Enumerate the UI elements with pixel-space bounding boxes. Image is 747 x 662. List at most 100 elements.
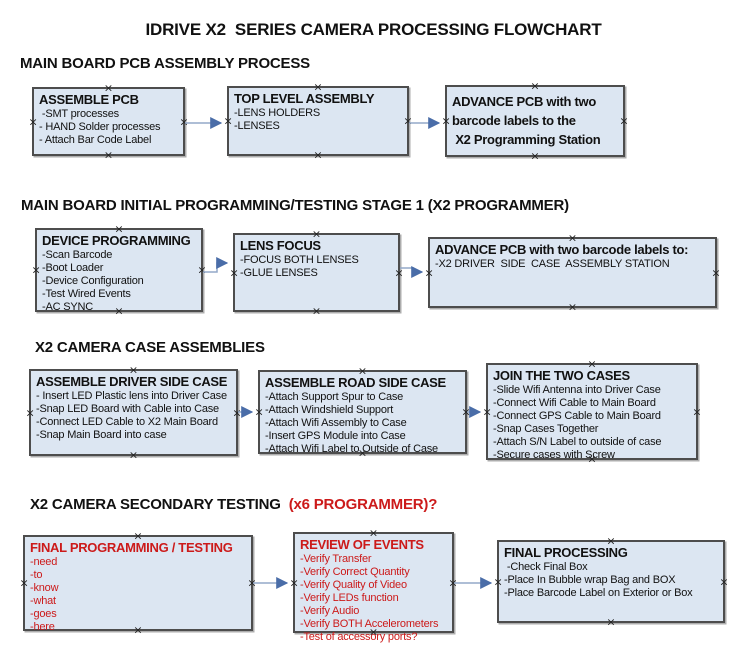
- box-items: -Scan Barcode-Boot Loader-Device Configu…: [42, 249, 196, 314]
- anchor-icon: ×: [289, 576, 299, 589]
- anchor-icon: ×: [493, 575, 503, 588]
- list-item: -Connect GPS Cable to Main Board: [493, 410, 661, 422]
- anchor-icon: ×: [606, 615, 616, 629]
- list-item: -Verify Transfer: [300, 553, 372, 565]
- list-item: -Test of accessory ports?: [300, 631, 418, 643]
- box-items: -SMT processes- HAND Solder processes- A…: [39, 108, 178, 147]
- anchor-icon: ×: [448, 576, 458, 589]
- box-items: -Verify Transfer-Verify Correct Quantity…: [300, 553, 447, 644]
- list-item: -Snap Cases Together: [493, 423, 599, 435]
- list-item: -Attach Wifi Label to Outside of Case: [265, 443, 438, 455]
- anchor-icon: ×: [31, 263, 41, 277]
- anchor-icon: ×: [313, 148, 323, 162]
- anchor-icon: ×: [441, 114, 451, 128]
- box-title: LENS FOCUS: [240, 238, 321, 253]
- list-item: -know: [30, 582, 59, 594]
- box-title: ADVANCE PCB with two barcode labels to:: [435, 242, 689, 257]
- box-title: REVIEW OF EVENTS: [300, 537, 424, 552]
- anchor-icon: ×: [247, 576, 257, 590]
- anchor-icon: ×: [128, 448, 139, 462]
- list-item: -LENSES: [234, 120, 280, 132]
- flow-box-assemble-driver-side-case: ASSEMBLE DRIVER SIDE CASE - Insert LED P…: [25, 364, 241, 460]
- list-item: -GLUE LENSES: [240, 267, 318, 279]
- connector-arrow-4: [400, 266, 424, 278]
- anchor-icon: ×: [19, 576, 29, 590]
- section-heading-pcb-assembly: MAIN BOARD PCB ASSEMBLY PROCESS: [20, 55, 310, 72]
- anchor-icon: ×: [482, 405, 492, 418]
- box-items: - Insert LED Plastic lens into Driver Ca…: [36, 390, 231, 442]
- box-title: ADVANCE PCB with two barcode labels to t…: [452, 94, 601, 147]
- anchor-icon: ×: [403, 114, 413, 128]
- anchor-icon: ×: [25, 406, 35, 419]
- list-item: - HAND Solder processes: [39, 121, 161, 133]
- box-items: -Slide Wifi Antenna into Driver Case-Con…: [493, 384, 691, 462]
- flow-box-top-level-assembly: TOP LEVEL ASSEMBLY -LENS HOLDERS-LENSES …: [223, 81, 413, 160]
- list-item: - Insert LED Plastic lens into Driver Ca…: [36, 390, 227, 402]
- anchor-icon: ×: [197, 263, 207, 277]
- flow-box-device-programming: DEVICE PROGRAMMING -Scan Barcode-Boot Lo…: [31, 223, 207, 316]
- list-item: - Attach Bar Code Label: [39, 134, 152, 146]
- box-title: FINAL PROGRAMMING / TESTING: [30, 540, 233, 555]
- list-item: -need: [30, 556, 58, 568]
- list-item: -Test Wired Events: [42, 288, 131, 300]
- flow-box-assemble-pcb: ASSEMBLE PCB -SMT processes- HAND Solder…: [28, 82, 189, 160]
- list-item: -Scan Barcode: [42, 249, 113, 261]
- list-item: -Verify LEDs function: [300, 592, 399, 604]
- list-item: -Verify BOTH Accelerometers: [300, 618, 439, 630]
- box-title: FINAL PROCESSING: [504, 545, 628, 560]
- box-title: JOIN THE TWO CASES: [493, 368, 630, 383]
- box-items: -LENS HOLDERS-LENSES: [234, 107, 402, 133]
- flow-box-lens-focus: LENS FOCUS -FOCUS BOTH LENSES-GLUE LENSE…: [229, 228, 404, 316]
- list-item: -Slide Wifi Antenna into Driver Case: [493, 384, 661, 396]
- list-item: -Insert GPS Module into Case: [265, 430, 406, 442]
- list-item: -Attach Windshield Support: [265, 404, 394, 416]
- list-item: -Verify Quality of Video: [300, 579, 407, 591]
- anchor-icon: ×: [530, 149, 540, 163]
- flow-box-review-of-events: REVIEW OF EVENTS -Verify Transfer-Verify…: [289, 527, 458, 643]
- page-title: IDRIVE X2 SERIES CAMERA PROCESSING FLOWC…: [145, 20, 602, 39]
- list-item: -Verify Audio: [300, 605, 360, 617]
- list-item: -Attach Wifi Assembly to Case: [265, 417, 407, 429]
- box-items: -Attach Support Spur to Case-Attach Wind…: [265, 391, 460, 456]
- connector-arrow-3: [203, 257, 229, 273]
- list-item: -Connect Wifi Cable to Main Board: [493, 397, 656, 409]
- list-item: -what: [30, 595, 56, 607]
- list-item: -FOCUS BOTH LENSES: [240, 254, 359, 266]
- list-item: -Attach S/N Label to outside of case: [493, 436, 662, 448]
- list-item: -Connect LED Cable to X2 Main Board: [36, 416, 218, 428]
- box-title: ASSEMBLE PCB: [39, 92, 139, 107]
- box-title: DEVICE PROGRAMMING: [42, 233, 191, 248]
- list-item: -Place In Bubble wrap Bag and BOX: [504, 574, 676, 586]
- anchor-icon: ×: [692, 405, 702, 418]
- anchor-icon: ×: [223, 114, 233, 128]
- anchor-icon: ×: [254, 405, 264, 419]
- anchor-icon: ×: [619, 114, 629, 128]
- anchor-icon: ×: [424, 266, 434, 279]
- flow-box-final-programming-testing: FINAL PROGRAMMING / TESTING -need-to-kno…: [19, 530, 257, 635]
- list-item: -here: [30, 621, 55, 633]
- list-item: -Place Barcode Label on Exterior or Box: [504, 587, 693, 599]
- list-item: -Secure cases with Screw: [493, 449, 615, 461]
- flow-box-advance-pcb-driver-side: ADVANCE PCB with two barcode labels to: …: [424, 232, 721, 312]
- list-item: -X2 DRIVER SIDE CASE ASSEMBLY STATION: [435, 258, 670, 270]
- anchor-icon: ×: [28, 115, 38, 128]
- anchor-icon: ×: [103, 148, 114, 162]
- flow-box-final-processing: FINAL PROCESSING -Check Final Box-Place …: [493, 535, 729, 627]
- anchor-icon: ×: [461, 405, 471, 419]
- anchor-icon: ×: [229, 266, 239, 279]
- list-item: -Snap LED Board with Cable into Case: [36, 403, 219, 415]
- list-item: -Snap Main Board into case: [36, 429, 167, 441]
- anchor-icon: ×: [711, 266, 721, 279]
- anchor-icon: ×: [179, 115, 189, 128]
- list-item: -Device Configuration: [42, 275, 144, 287]
- anchor-icon: ×: [394, 266, 404, 279]
- anchor-icon: ×: [311, 304, 322, 318]
- list-item: -to: [30, 569, 43, 581]
- section-heading-black-part: X2 CAMERA SECONDARY TESTING: [30, 496, 289, 513]
- anchor-icon: ×: [719, 575, 729, 588]
- box-items: -need-to-know-what-goes-here: [30, 556, 246, 634]
- box-items: -FOCUS BOTH LENSES-GLUE LENSES: [240, 254, 393, 280]
- anchor-icon: ×: [567, 300, 578, 314]
- section-heading-initial-programming: MAIN BOARD INITIAL PROGRAMMING/TESTING S…: [21, 197, 569, 214]
